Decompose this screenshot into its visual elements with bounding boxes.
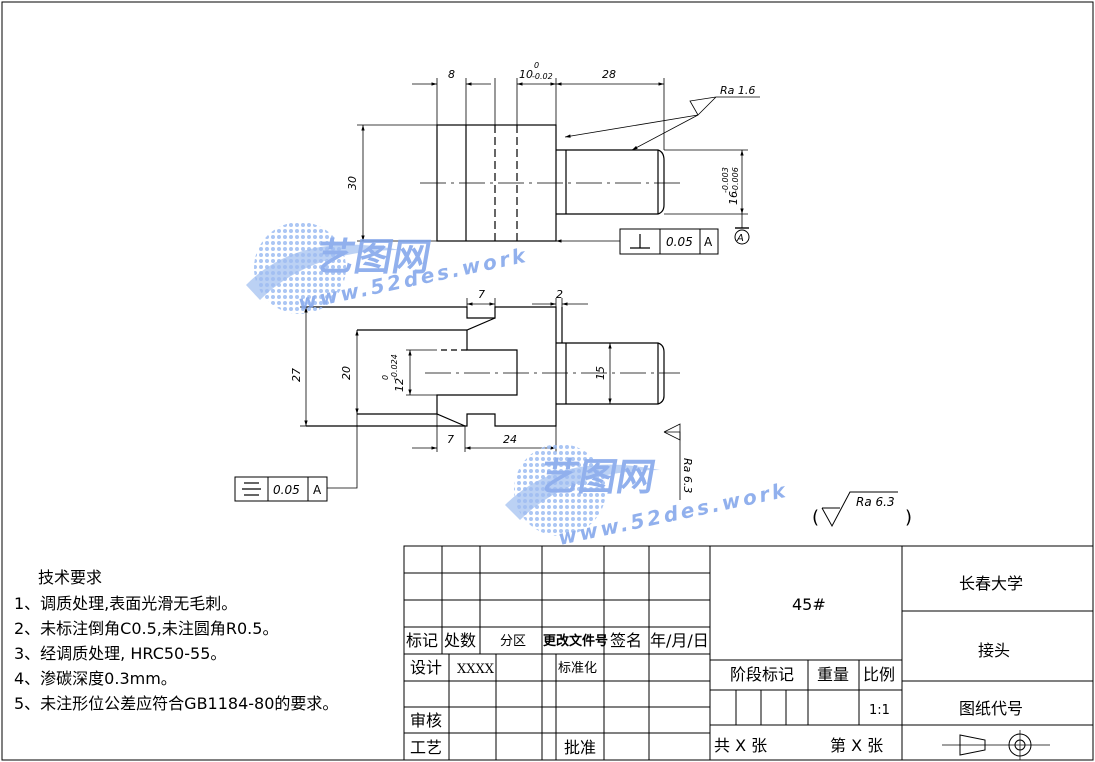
top-view [420,124,680,242]
front-view [306,306,680,427]
tb-biaozhunhua: 标准化 [558,661,597,676]
sym-tolerance-value: 0.05 [273,483,300,497]
tb-drawing-no: 图纸代号 [959,699,1023,718]
dim-mid-7: 7 [478,288,485,301]
dim-top-10-upper: 0 [534,61,539,70]
tb-bili: 比例 [863,665,895,684]
sym-datum-ref: A [313,483,322,497]
dim-top-10-lower: -0.02 [532,72,553,81]
symmetry-frame: 0.05 A [234,476,328,502]
tb-date: 年/月/日 [650,631,709,650]
dim-slot-12: 12 [393,378,406,392]
top-view-dimensions [357,78,760,243]
dim-top-28: 28 [602,68,616,81]
tb-sheji: 设计 [410,658,442,677]
dim-h-20: 20 [340,366,353,380]
tb-jieduan: 阶段标记 [730,665,794,684]
title-block [403,545,1094,761]
tb-shenhe: 审核 [410,711,442,730]
tb-part-name: 接头 [978,641,1010,660]
dim-bot-24: 24 [503,433,517,446]
svg-text:): ) [905,507,912,528]
dim-h-27: 27 [290,368,303,382]
tb-chushu: 处数 [444,631,476,650]
general-surface-finish: ( Ra 6.3 ) [812,491,912,528]
tb-zhongliang: 重量 [817,665,849,684]
tech-req-item-2: 2、未标注倒角C0.5,未注圆角R0.5。 [14,619,278,638]
tech-req-item-1: 1、调质处理,表面光滑无毛刺。 [14,594,237,613]
tb-sheet-no: 第 X 张 [830,736,883,755]
general-ra-label: Ra 6.3 [856,495,895,509]
tech-req-title: 技术要求 [38,568,102,587]
tb-genggai: 更改文件号 [543,633,608,649]
tech-requirements: 技术要求 1、调质处理,表面光滑无毛刺。 2、未标注倒角C0.5,未注圆角R0.… [14,568,338,713]
svg-text:(: ( [812,507,819,528]
dim-mid-2: 2 [556,288,563,301]
dim-dia-15: 15 [594,366,607,380]
dim-height-30: 30 [346,176,359,190]
dim-slot-12-upper: 0 [381,375,390,380]
dim-slot-12-lower: -0.024 [390,354,399,380]
tb-university: 长春大学 [959,574,1023,593]
perpendicularity-frame: 0.05 A [619,228,719,255]
tb-scale: 1:1 [869,703,890,718]
dim-top-10: 10 [519,68,533,81]
tb-sheets: 共 X 张 [714,736,767,755]
projection-symbol-icon [942,730,1050,760]
surface-finish-ra-1-6: Ra 1.6 [720,84,755,97]
symmetry-icon [242,482,261,496]
tb-fenqu: 分区 [500,634,526,649]
dim-bot-7: 7 [447,433,454,446]
tech-req-item-5: 5、未注形位公差应符合GB1184-80的要求。 [14,694,338,713]
svg-text:艺图网: 艺图网 [313,235,435,280]
tb-biaoji: 标记 [406,631,438,650]
dim-top-8: 8 [448,68,455,81]
tb-gongyi: 工艺 [410,738,442,757]
tb-material: 45# [792,595,826,614]
tech-req-item-3: 3、经调质处理, HRC50-55。 [14,644,226,663]
dim-shaft-16-lower: -0.006 [731,167,740,193]
tb-qianming: 签名 [610,631,642,650]
tb-pizhun: 批准 [564,738,596,757]
watermark-top: 艺图网 www.52des.work [246,222,530,315]
watermark-bottom: 艺图网 www.52des.work [505,444,790,550]
dim-shaft-16-upper: -0.003 [721,167,730,193]
svg-text:艺图网: 艺图网 [537,455,659,500]
surface-finish-ra-6-3-side: Ra 6.3 [681,458,694,493]
datum-a-label: A [736,233,744,244]
tech-req-item-4: 4、渗碳深度0.3mm。 [14,669,177,688]
dim-shaft-16: 16 [727,191,740,205]
perp-datum-ref: A [704,235,713,249]
tb-designer: XXXX [457,662,495,677]
perp-tolerance-value: 0.05 [666,235,693,249]
datum-a-symbol: A [734,229,750,245]
perpendicular-icon [630,234,650,249]
